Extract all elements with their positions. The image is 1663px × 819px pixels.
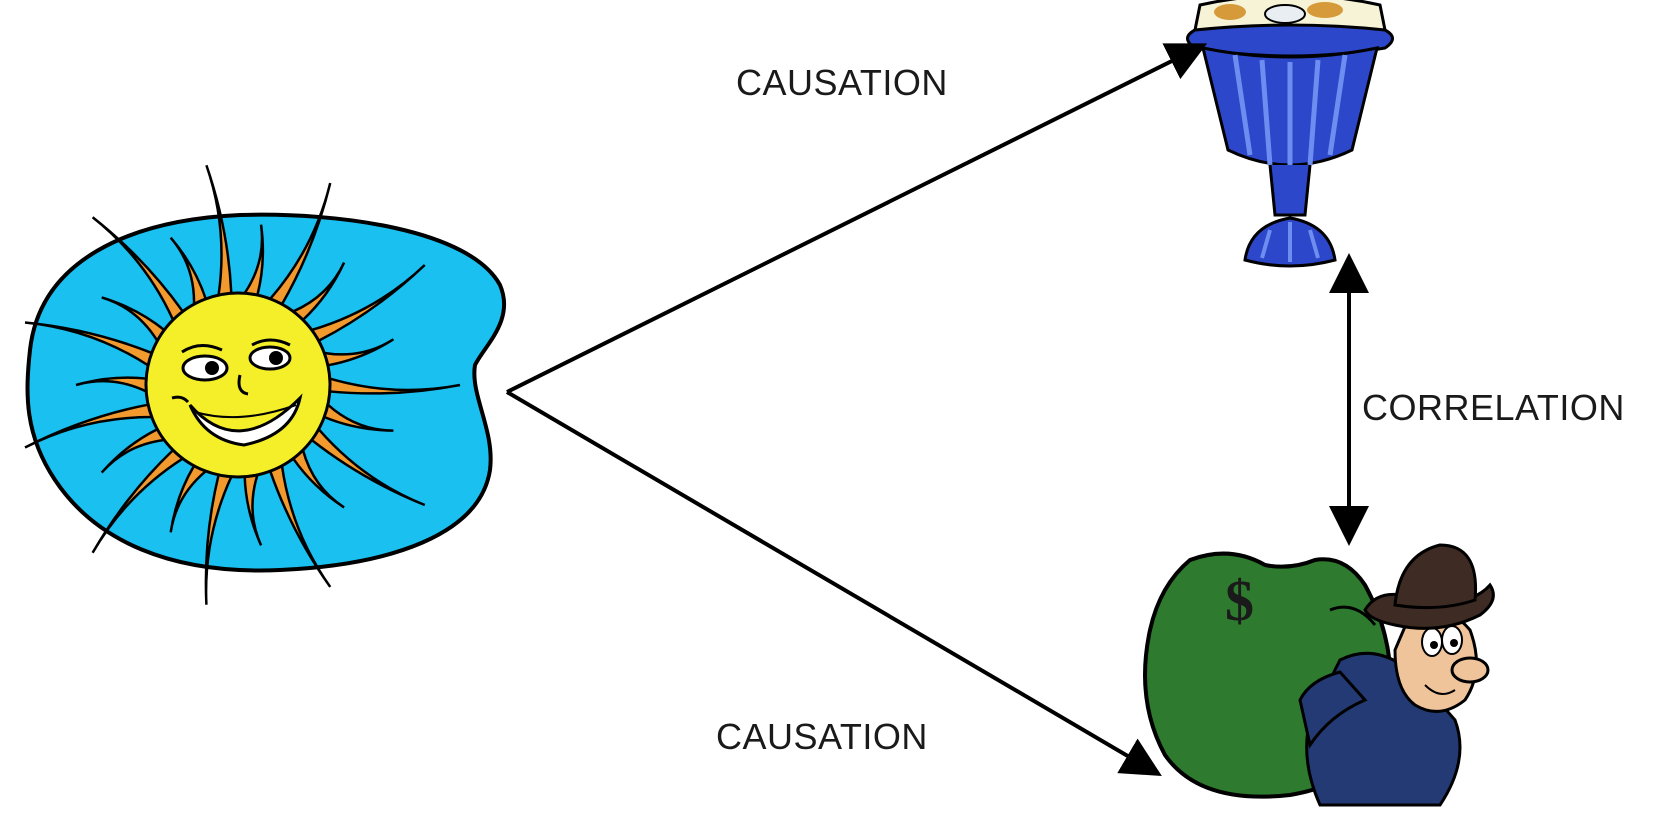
sun-ray <box>328 376 461 395</box>
sun-ray <box>100 427 167 474</box>
causation-arrow-bottom <box>505 390 1162 777</box>
sun-ray <box>268 182 332 306</box>
sun-ray <box>291 447 345 509</box>
sun-ray <box>310 427 426 507</box>
ice-cream-sundae-icon <box>1186 0 1394 268</box>
sun-ray <box>322 338 395 367</box>
thief-with-money-bag-icon: $ <box>1143 543 1495 807</box>
sun-ray <box>309 264 426 343</box>
sun-rays <box>24 164 461 605</box>
causation-label-top: CAUSATION <box>736 62 948 103</box>
sun-ray <box>169 236 208 307</box>
sun-ray <box>242 224 265 297</box>
sun-ray <box>169 464 209 533</box>
sun-ray <box>205 164 233 297</box>
sun-ray <box>75 376 148 394</box>
sun-ray <box>101 296 166 344</box>
sun-ray <box>24 321 154 368</box>
sun-ray <box>91 448 185 554</box>
sun-ray <box>204 473 234 605</box>
causation-arrow-top <box>506 43 1208 394</box>
dollar-sign: $ <box>1225 568 1254 633</box>
sun-ray <box>243 473 263 546</box>
sun-ray <box>322 402 394 432</box>
sun-ray <box>268 463 332 588</box>
sun-icon <box>24 164 507 605</box>
sun-ray <box>290 262 346 322</box>
sun-ray <box>91 216 185 322</box>
correlation-label: CORRELATION <box>1362 387 1625 428</box>
causation-label-bottom: CAUSATION <box>716 716 928 757</box>
sun-ray <box>24 403 154 449</box>
